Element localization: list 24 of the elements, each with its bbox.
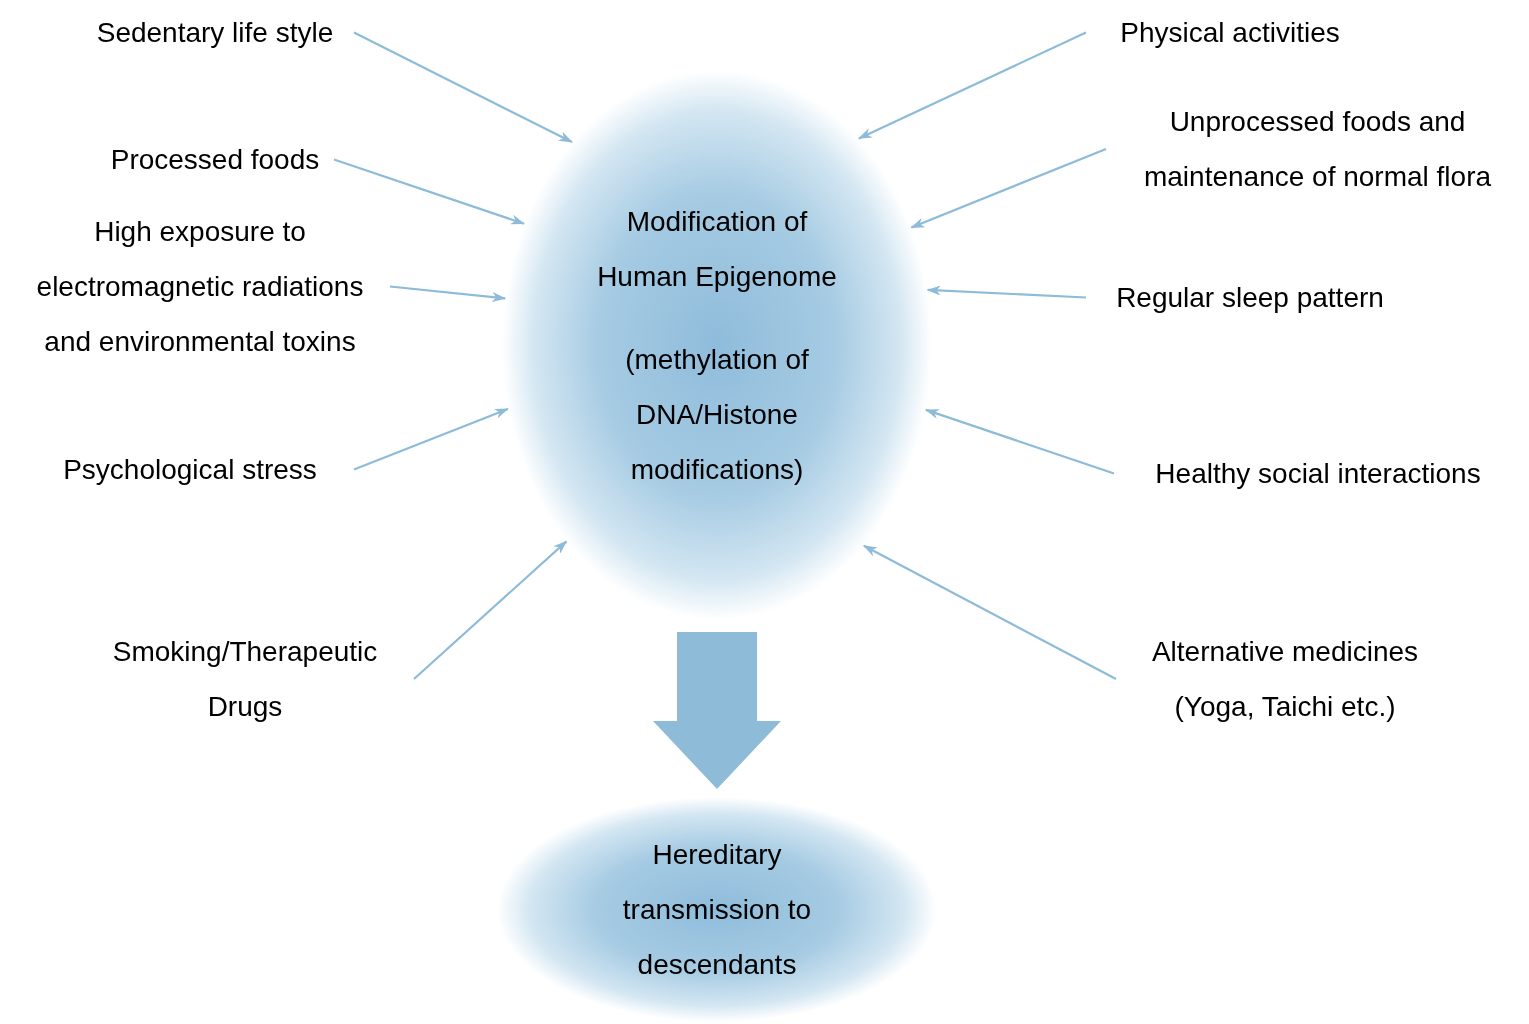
arrow (353, 407, 509, 471)
factor-label: Regular sleep pattern (1090, 270, 1410, 325)
factor-label: Healthy social interactions (1118, 446, 1518, 501)
factor-label: Psychological stress (30, 442, 350, 497)
factor-label: Smoking/Therapeutic Drugs (80, 624, 410, 734)
arrow (858, 31, 1087, 140)
factor-label: High exposure to electromagnetic radiations and environmental toxins (14, 204, 386, 369)
factor-label: Physical activities (1090, 5, 1370, 60)
arrow (926, 285, 1087, 299)
factor-label: Unprocessed foods and maintenance of normal flora (1110, 94, 1525, 204)
arrow (333, 158, 525, 225)
node-text: (methylation of DNA/Histone modifications) (624, 342, 810, 487)
arrow (910, 147, 1107, 229)
node-text: Hereditary transmission to descendants (621, 838, 813, 982)
arrow (389, 285, 507, 302)
factor-label: Alternative medicines (Yoga, Taichi etc.) (1120, 624, 1450, 734)
arrow (863, 544, 1117, 680)
arrow (925, 408, 1115, 475)
arrow (353, 31, 573, 143)
factor-label: Processed foods (100, 132, 330, 187)
node-text: Modification of Human Epigenome (596, 204, 838, 294)
arrow (413, 540, 568, 680)
block-arrow (653, 632, 781, 789)
factor-label: Sedentary life style (80, 5, 350, 60)
